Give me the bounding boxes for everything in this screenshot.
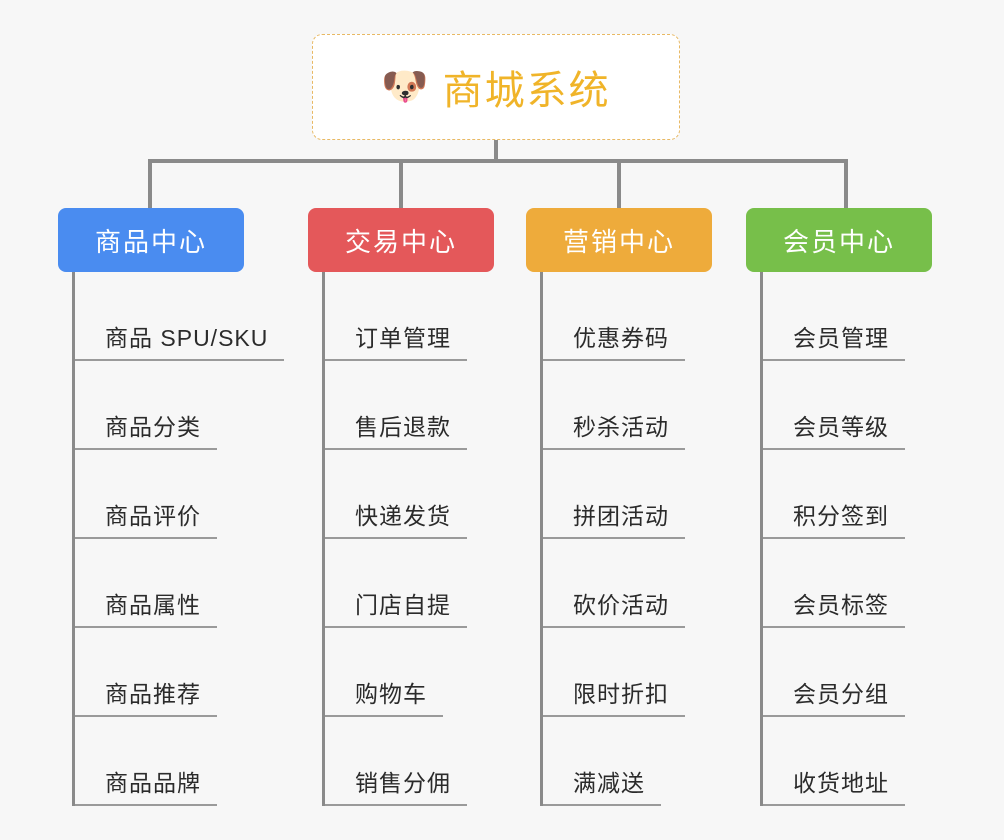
leaf-underline: 快递发货 xyxy=(325,497,467,539)
category-header-marketing-center[interactable]: 营销中心 xyxy=(526,208,712,272)
leaf-underline: 拼团活动 xyxy=(543,497,685,539)
leaf-underline: 商品属性 xyxy=(75,586,217,628)
leaf-item-label: 会员分组 xyxy=(793,681,889,707)
shiba-dog-face-icon: 🐶 xyxy=(381,66,429,108)
leaf-list-member-center: 会员管理会员等级积分签到会员标签会员分组收货地址 xyxy=(760,272,932,806)
leaf-underline: 订单管理 xyxy=(325,319,467,361)
leaf-item[interactable]: 限时折扣 xyxy=(543,628,712,717)
branch-drop-connector-4 xyxy=(844,159,848,208)
category-column-product-center: 商品中心商品 SPU/SKU 商品分类商品评价商品属性商品推荐商品品牌 xyxy=(58,208,285,806)
leaf-item[interactable]: 会员分组 xyxy=(763,628,932,717)
leaf-item-label: 购物车 xyxy=(355,681,427,707)
leaf-list-marketing-center: 优惠券码秒杀活动拼团活动砍价活动限时折扣满减送 xyxy=(540,272,712,806)
leaf-item[interactable]: 会员管理 xyxy=(763,272,932,361)
leaf-item-label: 会员管理 xyxy=(793,325,889,351)
category-header-member-center[interactable]: 会员中心 xyxy=(746,208,932,272)
category-header-trade-center[interactable]: 交易中心 xyxy=(308,208,494,272)
leaf-underline: 售后退款 xyxy=(325,408,467,450)
branch-drop-connector-1 xyxy=(148,159,152,208)
leaf-underline: 收货地址 xyxy=(763,764,905,806)
leaf-item-label: 满减送 xyxy=(573,770,645,796)
leaf-item[interactable]: 收货地址 xyxy=(763,717,932,806)
leaf-underline: 秒杀活动 xyxy=(543,408,685,450)
leaf-item-label: 门店自提 xyxy=(355,592,451,618)
leaf-item[interactable]: 拼团活动 xyxy=(543,450,712,539)
root-stem-connector xyxy=(494,140,498,163)
leaf-underline: 会员管理 xyxy=(763,319,905,361)
category-header-product-center[interactable]: 商品中心 xyxy=(58,208,244,272)
leaf-item-label: 商品推荐 xyxy=(105,681,201,707)
branch-drop-connector-2 xyxy=(399,159,403,208)
leaf-underline: 会员标签 xyxy=(763,586,905,628)
leaf-underline: 商品推荐 xyxy=(75,675,217,717)
leaf-list-product-center: 商品 SPU/SKU 商品分类商品评价商品属性商品推荐商品品牌 xyxy=(72,272,285,806)
leaf-item-label: 会员等级 xyxy=(793,414,889,440)
leaf-item[interactable]: 商品分类 xyxy=(75,361,244,450)
leaf-underline: 砍价活动 xyxy=(543,586,685,628)
leaf-item[interactable]: 商品属性 xyxy=(75,539,244,628)
leaf-item[interactable]: 优惠券码 xyxy=(543,272,712,361)
leaf-item[interactable]: 商品品牌 xyxy=(75,717,244,806)
leaf-item-label: 积分签到 xyxy=(793,503,889,529)
leaf-item[interactable]: 购物车 xyxy=(325,628,494,717)
leaf-item[interactable]: 门店自提 xyxy=(325,539,494,628)
leaf-item[interactable]: 订单管理 xyxy=(325,272,494,361)
leaf-item[interactable]: 会员标签 xyxy=(763,539,932,628)
leaf-underline: 会员分组 xyxy=(763,675,905,717)
leaf-item-label: 订单管理 xyxy=(355,325,451,351)
leaf-underline: 会员等级 xyxy=(763,408,905,450)
leaf-item[interactable]: 砍价活动 xyxy=(543,539,712,628)
leaf-item-label: 商品品牌 xyxy=(105,770,201,796)
leaf-underline: 优惠券码 xyxy=(543,319,685,361)
branch-bus-connector xyxy=(148,159,848,163)
category-column-member-center: 会员中心会员管理会员等级积分签到会员标签会员分组收货地址 xyxy=(746,208,932,806)
leaf-underline: 购物车 xyxy=(325,675,443,717)
leaf-item-label: 快递发货 xyxy=(355,503,451,529)
leaf-item-label: 收货地址 xyxy=(793,770,889,796)
leaf-item-label: 拼团活动 xyxy=(573,503,669,529)
leaf-item[interactable]: 售后退款 xyxy=(325,361,494,450)
leaf-item[interactable]: 商品评价 xyxy=(75,450,244,539)
leaf-item[interactable]: 积分签到 xyxy=(763,450,932,539)
category-column-marketing-center: 营销中心优惠券码秒杀活动拼团活动砍价活动限时折扣满减送 xyxy=(526,208,712,806)
leaf-item-label: 砍价活动 xyxy=(573,592,669,618)
leaf-list-trade-center: 订单管理售后退款快递发货门店自提购物车销售分佣 xyxy=(322,272,494,806)
leaf-underline: 门店自提 xyxy=(325,586,467,628)
root-node-title: 商城系统 xyxy=(442,69,611,113)
branch-drop-connector-3 xyxy=(617,159,621,208)
leaf-item[interactable]: 商品推荐 xyxy=(75,628,244,717)
leaf-item-label: 商品分类 xyxy=(105,414,201,440)
leaf-item-label: 销售分佣 xyxy=(355,770,451,796)
leaf-item[interactable]: 快递发货 xyxy=(325,450,494,539)
leaf-underline: 商品评价 xyxy=(75,497,217,539)
leaf-item[interactable]: 商品 SPU/SKU xyxy=(75,272,285,361)
leaf-item[interactable]: 会员等级 xyxy=(763,361,932,450)
leaf-item-label: 会员标签 xyxy=(793,592,889,618)
leaf-underline: 商品 SPU/SKU xyxy=(75,319,285,361)
leaf-underline: 积分签到 xyxy=(763,497,905,539)
leaf-item-label: 秒杀活动 xyxy=(573,414,669,440)
leaf-underline: 商品分类 xyxy=(75,408,217,450)
leaf-item-label: 售后退款 xyxy=(355,414,451,440)
leaf-item-label: 优惠券码 xyxy=(573,325,669,351)
leaf-underline: 商品品牌 xyxy=(75,764,217,806)
leaf-item[interactable]: 满减送 xyxy=(543,717,712,806)
category-column-trade-center: 交易中心订单管理售后退款快递发货门店自提购物车销售分佣 xyxy=(308,208,494,806)
leaf-item[interactable]: 销售分佣 xyxy=(325,717,494,806)
leaf-item-label: 商品 SPU/SKU xyxy=(105,325,269,351)
leaf-underline: 销售分佣 xyxy=(325,764,467,806)
leaf-item-label: 限时折扣 xyxy=(573,681,669,707)
root-node-mall-system[interactable]: 🐶 商城系统 xyxy=(312,34,680,140)
leaf-item[interactable]: 秒杀活动 xyxy=(543,361,712,450)
leaf-item-label: 商品评价 xyxy=(105,503,201,529)
leaf-underline: 限时折扣 xyxy=(543,675,685,717)
leaf-underline: 满减送 xyxy=(543,764,661,806)
leaf-item-label: 商品属性 xyxy=(105,592,201,618)
